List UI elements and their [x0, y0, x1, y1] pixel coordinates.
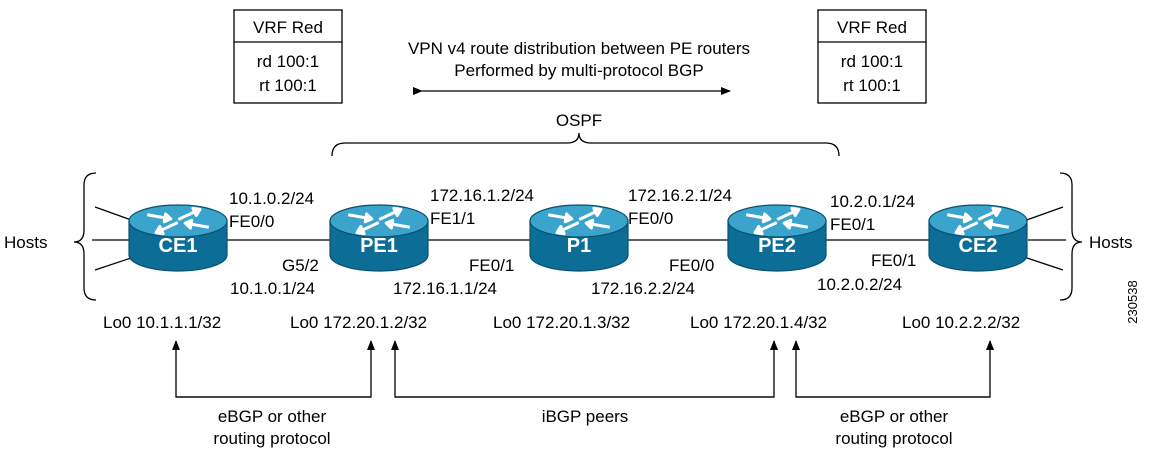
- router-p1-label: P1: [567, 235, 591, 257]
- ce1-fe00: FE0/0: [229, 212, 274, 231]
- pe1-g52-ip: 10.1.0.1/24: [230, 279, 315, 298]
- interface-labels: 10.1.0.2/24 FE0/0 G5/2 10.1.0.1/24 172.1…: [229, 186, 916, 298]
- p1-fe00-ip: 172.16.2.1/24: [628, 186, 732, 205]
- vrf-box-left: VRF Red rd 100:1 rt 100:1: [233, 9, 343, 104]
- router-arrows-icon: [946, 206, 1010, 236]
- peering-left-line1: eBGP or other: [218, 407, 327, 426]
- ebgp-right-arrow-ce2: [796, 340, 994, 398]
- router-arrows-icon: [146, 206, 210, 236]
- routers: CE1 PE1 P1 PE2 CE2: [128, 204, 1028, 272]
- router-ce1: CE1: [128, 204, 228, 272]
- vrf-box-right-rd: rd 100:1: [841, 52, 903, 71]
- pe1-fe11-ip: 172.16.1.2/24: [430, 186, 534, 205]
- pe1-g52: G5/2: [282, 256, 319, 275]
- loopback-labels: Lo0 10.1.1.1/32 Lo0 172.20.1.2/32 Lo0 17…: [103, 313, 1020, 332]
- ibgp-arrow-pe2: [395, 340, 778, 398]
- loopback-ce1: Lo0 10.1.1.1/32: [103, 313, 221, 332]
- p1-fe01-ip: 172.16.1.1/24: [393, 279, 497, 298]
- figure-id: 230538: [1125, 280, 1140, 323]
- router-arrows-icon: [745, 206, 809, 236]
- vrf-box-right-title: VRF Red: [837, 18, 907, 37]
- loopback-ce2: Lo0 10.2.2.2/32: [902, 313, 1020, 332]
- router-pe1: PE1: [329, 204, 429, 272]
- loopback-pe1: Lo0 172.20.1.2/32: [290, 313, 427, 332]
- ospf-label: OSPF: [556, 111, 602, 130]
- router-p1: P1: [529, 204, 629, 272]
- ebgp-left-arrow-pe1: [176, 340, 375, 398]
- router-ce1-label: CE1: [159, 235, 198, 257]
- pe2-fe00: FE0/0: [669, 256, 714, 275]
- vrf-box-right: VRF Red rd 100:1 rt 100:1: [817, 9, 927, 104]
- p1-fe01: FE0/1: [469, 256, 514, 275]
- pe2-fe01: FE0/1: [830, 215, 875, 234]
- router-ce2-label: CE2: [959, 235, 998, 257]
- vpn-caption-line2: Performed by multi-protocol BGP: [454, 61, 703, 80]
- peering-left-line2: routing protocol: [213, 429, 330, 448]
- router-pe2-label: PE2: [758, 235, 796, 257]
- loopback-pe2: Lo0 172.20.1.4/32: [690, 313, 827, 332]
- ce2-fe01-ip: 10.2.0.2/24: [817, 275, 902, 294]
- ce2-fe01: FE0/1: [871, 251, 916, 270]
- ospf-brace: [331, 132, 840, 157]
- peering-right-line1: eBGP or other: [840, 407, 949, 426]
- peering-middle: iBGP peers: [542, 407, 629, 426]
- peering-right-line2: routing protocol: [835, 429, 952, 448]
- hosts-right-lines: [1020, 206, 1066, 271]
- ebgp-right-arrow-pe2: [792, 340, 990, 398]
- ebgp-left-arrow-ce1: [172, 340, 371, 398]
- pe1-fe11: FE1/1: [430, 209, 475, 228]
- vpn-caption-line1: VPN v4 route distribution between PE rou…: [408, 39, 750, 58]
- hosts-left-brace: [73, 172, 97, 301]
- vrf-box-left-rd: rd 100:1: [257, 52, 319, 71]
- hosts-left-label: Hosts: [4, 233, 47, 252]
- vrf-box-left-title: VRF Red: [253, 18, 323, 37]
- vrf-box-left-rt: rt 100:1: [259, 76, 317, 95]
- p1-fe00: FE0/0: [628, 209, 673, 228]
- router-pe2: PE2: [727, 204, 827, 272]
- router-pe1-label: PE1: [360, 235, 398, 257]
- peering-arrows: [172, 340, 994, 398]
- pe2-fe01-ip: 10.2.0.1/24: [830, 192, 915, 211]
- router-ce2: CE2: [928, 204, 1028, 272]
- ce1-fe00-ip: 10.1.0.2/24: [229, 189, 314, 208]
- loopback-p1: Lo0 172.20.1.3/32: [493, 313, 630, 332]
- router-arrows-icon: [547, 206, 611, 236]
- vrf-box-right-rt: rt 100:1: [843, 76, 901, 95]
- pe2-fe00-ip: 172.16.2.2/24: [591, 279, 695, 298]
- router-arrows-icon: [347, 206, 411, 236]
- ibgp-arrow-pe1: [391, 340, 774, 398]
- hosts-right-brace: [1059, 172, 1083, 301]
- hosts-right-label: Hosts: [1089, 233, 1132, 252]
